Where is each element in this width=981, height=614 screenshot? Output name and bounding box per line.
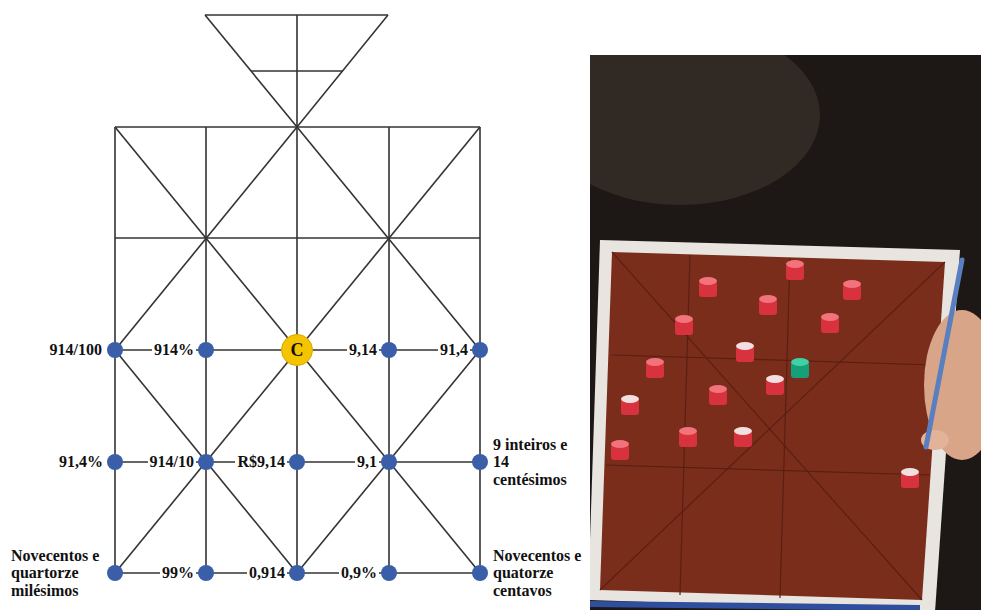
game-piece xyxy=(821,313,839,333)
piece-top xyxy=(646,358,664,366)
board-dot xyxy=(472,565,488,581)
value-label: 9 inteiros e 14 centésimos xyxy=(491,435,587,490)
game-piece xyxy=(699,277,717,297)
piece-top xyxy=(611,440,629,448)
piece-top xyxy=(679,427,697,435)
piece-top xyxy=(901,468,919,476)
grid-line xyxy=(780,258,790,598)
value-label: 914% xyxy=(152,340,196,360)
center-piece: C xyxy=(281,334,313,366)
board-frame xyxy=(590,240,960,610)
game-piece xyxy=(786,260,804,280)
piece-top xyxy=(759,295,777,303)
game-piece xyxy=(675,315,693,335)
board-dot xyxy=(289,454,305,470)
node-letter: C xyxy=(291,340,304,361)
piece-top xyxy=(621,395,639,403)
pen xyxy=(926,260,962,447)
board-line xyxy=(297,350,480,573)
board-dot xyxy=(107,454,123,470)
board-dots xyxy=(107,342,488,581)
value-label: Novecentos e quartorze milésimos xyxy=(9,546,105,601)
grid-line xyxy=(680,255,690,595)
value-label: 9,1 xyxy=(355,452,379,472)
red-pieces xyxy=(611,260,919,488)
board-line xyxy=(115,350,297,573)
photo-shadow xyxy=(590,55,820,205)
grid-line xyxy=(612,252,922,600)
board-dot xyxy=(472,454,488,470)
value-label: 99% xyxy=(160,563,196,583)
game-piece xyxy=(621,395,639,415)
board-dot xyxy=(472,342,488,358)
value-label: 9,14 xyxy=(347,340,379,360)
board-dot xyxy=(107,342,123,358)
value-label: 914/100 xyxy=(48,340,104,360)
game-piece xyxy=(736,342,754,362)
value-label: 91,4% xyxy=(57,452,105,472)
board-line xyxy=(115,127,297,350)
board-dot xyxy=(198,565,214,581)
value-label: 914/10 xyxy=(148,452,196,472)
board-lines xyxy=(115,15,480,573)
game-piece xyxy=(679,427,697,447)
value-label: R$9,14 xyxy=(235,452,287,472)
value-label: 0,9% xyxy=(339,563,379,583)
piece-top xyxy=(699,277,717,285)
green-piece xyxy=(791,358,809,378)
board-dot xyxy=(198,342,214,358)
board-grid xyxy=(600,252,945,600)
value-label: 0,914 xyxy=(247,563,287,583)
piece-top xyxy=(791,358,809,366)
game-piece xyxy=(611,440,629,460)
game-board xyxy=(0,0,590,614)
piece-top xyxy=(734,427,752,435)
piece-top xyxy=(843,280,861,288)
board-surface xyxy=(600,252,945,600)
piece-top xyxy=(786,260,804,268)
grid-line xyxy=(606,465,930,475)
game-piece xyxy=(709,385,727,405)
grid-line xyxy=(612,355,935,365)
piece-top xyxy=(736,342,754,350)
piece-top xyxy=(821,313,839,321)
board-line xyxy=(115,127,480,573)
game-piece xyxy=(766,375,784,395)
board-dot xyxy=(381,565,397,581)
game-piece xyxy=(759,295,777,315)
value-label: Novecentos e quatorze centavos xyxy=(491,546,587,601)
board-dot xyxy=(107,565,123,581)
board-line xyxy=(296,15,298,127)
photo xyxy=(590,55,981,610)
board-line xyxy=(297,127,480,350)
board-edge xyxy=(590,604,920,608)
game-piece xyxy=(734,427,752,447)
piece-top xyxy=(675,315,693,323)
game-piece xyxy=(901,468,919,488)
board-dot xyxy=(381,342,397,358)
piece-top xyxy=(709,385,727,393)
board-dot xyxy=(198,454,214,470)
board-dot xyxy=(381,454,397,470)
value-label: 91,4 xyxy=(438,340,470,360)
board-dot xyxy=(289,565,305,581)
board-line xyxy=(115,127,480,573)
piece-top xyxy=(766,375,784,383)
grid-line xyxy=(600,262,945,590)
game-piece xyxy=(646,358,664,378)
game-piece xyxy=(843,280,861,300)
